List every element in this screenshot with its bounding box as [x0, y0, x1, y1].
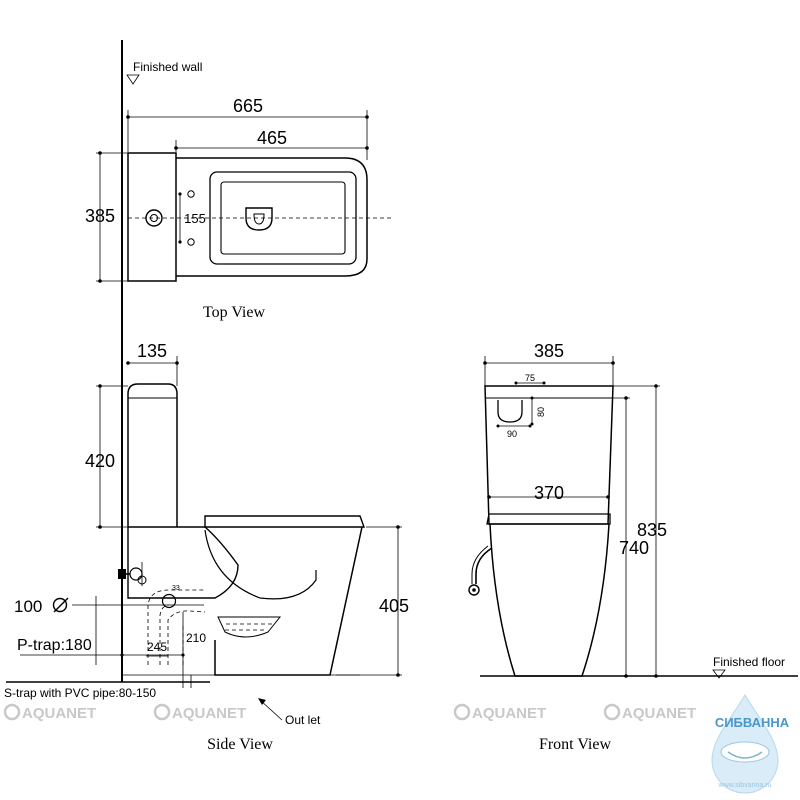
dim-100-diameter: 100: [14, 597, 42, 616]
side-bowl-back: [127, 526, 239, 599]
dim-405: 405: [379, 596, 409, 616]
watermark-group: AQUANET AQUANET AQUANET AQUANET СИБВАННА…: [3, 694, 790, 794]
side-view-caption: Side View: [207, 736, 273, 753]
strap-pipe-outer: [147, 589, 205, 665]
dim-245: 245: [147, 640, 167, 654]
side-view: 135 420 33: [4, 341, 409, 753]
watermark-logo-1: AQUANET: [3, 703, 96, 722]
dim-740: 740: [619, 538, 649, 558]
sibvanna-logo: СИБВАННА www.sibvanna.ru: [711, 694, 790, 794]
front-view-caption: Front View: [539, 736, 612, 753]
dim-135: 135: [137, 341, 167, 361]
top-tank: [127, 152, 177, 282]
side-tank: [127, 383, 178, 527]
dim-385-front: 385: [534, 341, 564, 361]
dim-370: 370: [534, 483, 564, 503]
watermark-logo-3: AQUANET: [453, 703, 546, 722]
watermark-text-1: AQUANET: [22, 705, 96, 722]
wall-marker-icon: [126, 74, 140, 85]
dim-465: 465: [257, 128, 287, 148]
front-view: 385 75 80 90 370 835: [468, 341, 798, 753]
watermark-text-4: AQUANET: [622, 705, 696, 722]
dim-33: 33: [172, 585, 180, 592]
side-trapway: [217, 616, 282, 638]
top-view-caption: Top View: [203, 304, 266, 321]
strap-label: S-trap with PVC pipe:80-150: [4, 686, 156, 700]
dim-75: 75: [525, 373, 535, 383]
finished-floor-label: Finished floor: [713, 655, 785, 669]
front-seat: [486, 513, 611, 525]
diameter-symbol-icon: [52, 597, 68, 613]
hinge-hole-icon: [187, 190, 195, 198]
front-inlet-valve-icon: [468, 584, 480, 596]
dim-835: 835: [637, 520, 667, 540]
watermark-text-3: AQUANET: [472, 705, 546, 722]
watermark-logo-2: AQUANET: [153, 703, 246, 722]
sibvanna-text: СИБВАННА: [715, 715, 790, 730]
side-bowl-outline: [214, 526, 363, 676]
finished-wall-label: Finished wall: [133, 60, 202, 74]
dim-90: 90: [507, 429, 517, 439]
top-bowl-outline: [176, 157, 368, 277]
watermark-logo-4: AQUANET: [603, 703, 696, 722]
floor-marker-icon: [712, 669, 726, 679]
ptrap-label: P-trap:180: [17, 637, 92, 654]
dim-665: 665: [233, 96, 263, 116]
outlet-arrow-icon: [258, 698, 266, 705]
outlet-label: Out let: [285, 713, 321, 727]
front-tank: [484, 385, 614, 525]
sibvanna-url: www.sibvanna.ru: [718, 782, 772, 789]
side-bowl-inner: [204, 529, 317, 600]
front-flush-icon: [497, 400, 523, 423]
front-bowl: [489, 523, 610, 677]
top-view: 665 465 385 155 Top View: [85, 96, 392, 321]
inlet-valve-icon: [118, 569, 126, 579]
outlet-circle-icon: [161, 593, 177, 609]
drain-outlet-icon: [245, 207, 273, 231]
front-inlet-hose: [475, 547, 493, 584]
dim-80: 80: [536, 407, 546, 417]
side-seat: [204, 515, 365, 528]
dim-420: 420: [85, 451, 115, 471]
hinge-hole-icon: [187, 238, 195, 246]
dim-210: 210: [186, 631, 206, 645]
watermark-text-2: AQUANET: [172, 705, 246, 722]
dim-155: 155: [184, 211, 206, 226]
dim-385-top: 385: [85, 206, 115, 226]
